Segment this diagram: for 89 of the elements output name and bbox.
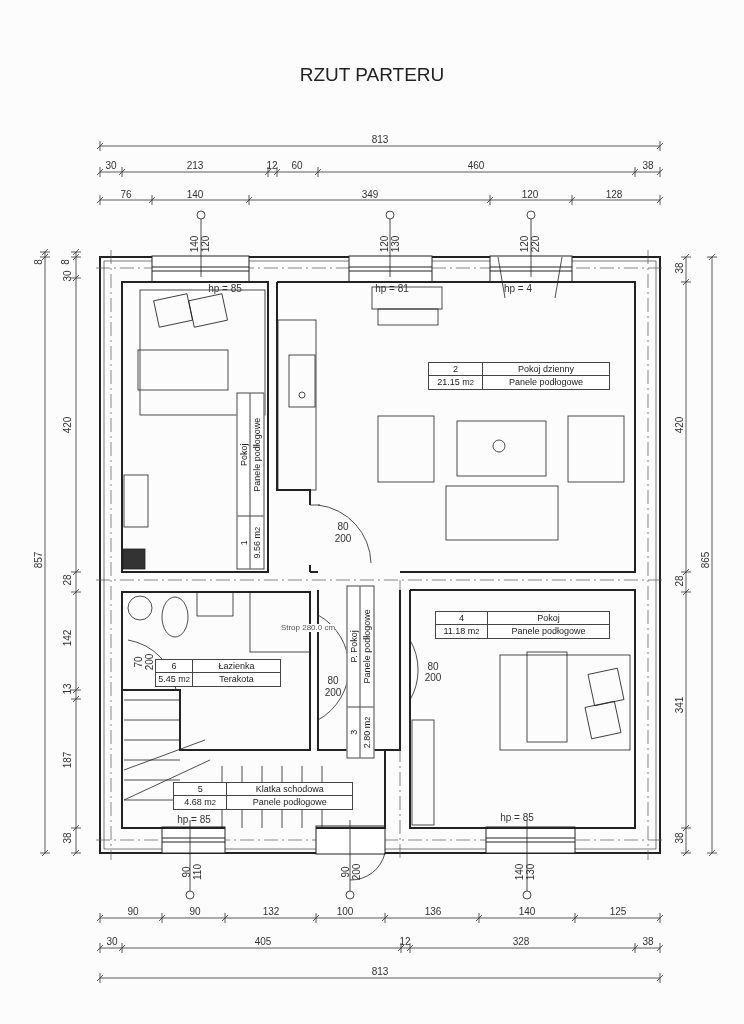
- dimension-label: 30: [105, 161, 117, 171]
- room-name: Pokoj: [237, 393, 251, 516]
- opening-size: 220: [531, 235, 541, 253]
- ceiling-note: Strop 280.0 cm: [280, 624, 336, 632]
- opening-size: 80: [427, 662, 439, 672]
- dimension-label: 460: [467, 161, 485, 171]
- room-label-table: [155, 659, 281, 687]
- opening-size: 200: [424, 673, 442, 683]
- dimension-label: 136: [424, 907, 442, 917]
- room-label-table: [428, 362, 610, 390]
- dimension-label: 38: [675, 832, 685, 844]
- opening-size: 90: [341, 866, 351, 878]
- dimension-label: 120: [521, 190, 539, 200]
- room-number: 3: [347, 706, 361, 758]
- dimension-label: 28: [675, 575, 685, 587]
- opening-size: 130: [391, 235, 401, 253]
- dimension-label: 28: [63, 574, 73, 586]
- opening-size: 200: [352, 863, 362, 881]
- dimension-label: 187: [63, 751, 73, 769]
- room-label-table: [236, 392, 265, 570]
- dimension-label: 125: [609, 907, 627, 917]
- room-label-table: [435, 611, 610, 639]
- dimension-label: 328: [512, 937, 530, 947]
- opening-size: 120: [520, 235, 530, 253]
- opening-size: 200: [334, 534, 352, 544]
- dimension-label: 12: [399, 937, 411, 947]
- opening-size: 120: [380, 235, 390, 253]
- dimension-label: 38: [675, 262, 685, 274]
- room-name: Klatka schodowa: [227, 783, 352, 796]
- dimension-label: 38: [642, 937, 654, 947]
- floor-finish: Panele podłogowe: [507, 376, 585, 389]
- floor-finish: Terakota: [218, 673, 255, 686]
- room-label-table: [173, 782, 353, 810]
- dimension-label: 142: [63, 629, 73, 647]
- dimension-label: 8: [34, 259, 44, 265]
- floor-finish: Panele podłogowe: [360, 608, 373, 686]
- dimension-label: 38: [642, 161, 654, 171]
- dimension-label: 405: [254, 937, 272, 947]
- dimension-label: 76: [120, 190, 132, 200]
- room-name: Pokoj dzienny: [483, 363, 609, 376]
- opening-size: 120: [201, 235, 211, 253]
- opening-size: 110: [193, 864, 203, 880]
- dimension-label: 349: [361, 190, 379, 200]
- room-number: 2: [429, 363, 483, 376]
- opening-size: 90: [182, 866, 192, 878]
- room-number: 5: [174, 783, 228, 796]
- room-name: P. Pokoj: [347, 586, 361, 707]
- height-note: hp = 85: [208, 284, 242, 294]
- floor-finish: Panele podłogowe: [251, 796, 328, 809]
- dimension-label: 100: [336, 907, 354, 917]
- opening-size: 140: [190, 235, 200, 253]
- opening-size: 80: [337, 522, 349, 532]
- dimension-label: 857: [34, 551, 44, 569]
- dimension-label: 90: [189, 907, 201, 917]
- dimension-label: 140: [518, 907, 536, 917]
- dimension-label: 420: [675, 416, 685, 434]
- dimension-label: 813: [371, 967, 389, 977]
- dimension-label: 865: [701, 551, 711, 569]
- room-name: Pokoj: [487, 612, 609, 625]
- dimension-label: 38: [63, 832, 73, 844]
- dimension-label: 30: [106, 937, 118, 947]
- dimension-label: 341: [675, 696, 685, 714]
- dimension-label: 813: [371, 135, 389, 145]
- room-name: Łazienka: [193, 660, 280, 673]
- floor-finish: Panele podłogowe: [250, 416, 263, 494]
- dimension-label: 90: [127, 907, 139, 917]
- room-number: 1: [237, 516, 251, 569]
- opening-size: 70: [134, 656, 144, 668]
- height-note: hp = 81: [375, 284, 409, 294]
- dimension-label: 30: [63, 270, 73, 282]
- room-number: 6: [156, 660, 194, 673]
- dimension-label: 128: [605, 190, 623, 200]
- height-note: hp = 85: [500, 813, 534, 823]
- opening-size: 140: [515, 863, 525, 881]
- dimension-label: 132: [262, 907, 280, 917]
- dimension-label: 140: [186, 190, 204, 200]
- opening-size: 200: [145, 653, 155, 671]
- floor-finish: Panele podłogowe: [510, 625, 587, 638]
- height-note: hp = 4: [503, 284, 533, 294]
- dimension-label: 420: [63, 416, 73, 434]
- drawing-title: RZUT PARTERU: [298, 64, 446, 86]
- room-label-table: [346, 585, 375, 759]
- opening-size: 130: [526, 863, 536, 881]
- dimension-label: 213: [186, 161, 204, 171]
- dimension-label: 12: [266, 161, 278, 171]
- room-number: 4: [436, 612, 488, 625]
- dimension-label: 8: [61, 259, 71, 265]
- dimension-label: 13: [63, 683, 73, 695]
- dimension-label: 60: [291, 161, 303, 171]
